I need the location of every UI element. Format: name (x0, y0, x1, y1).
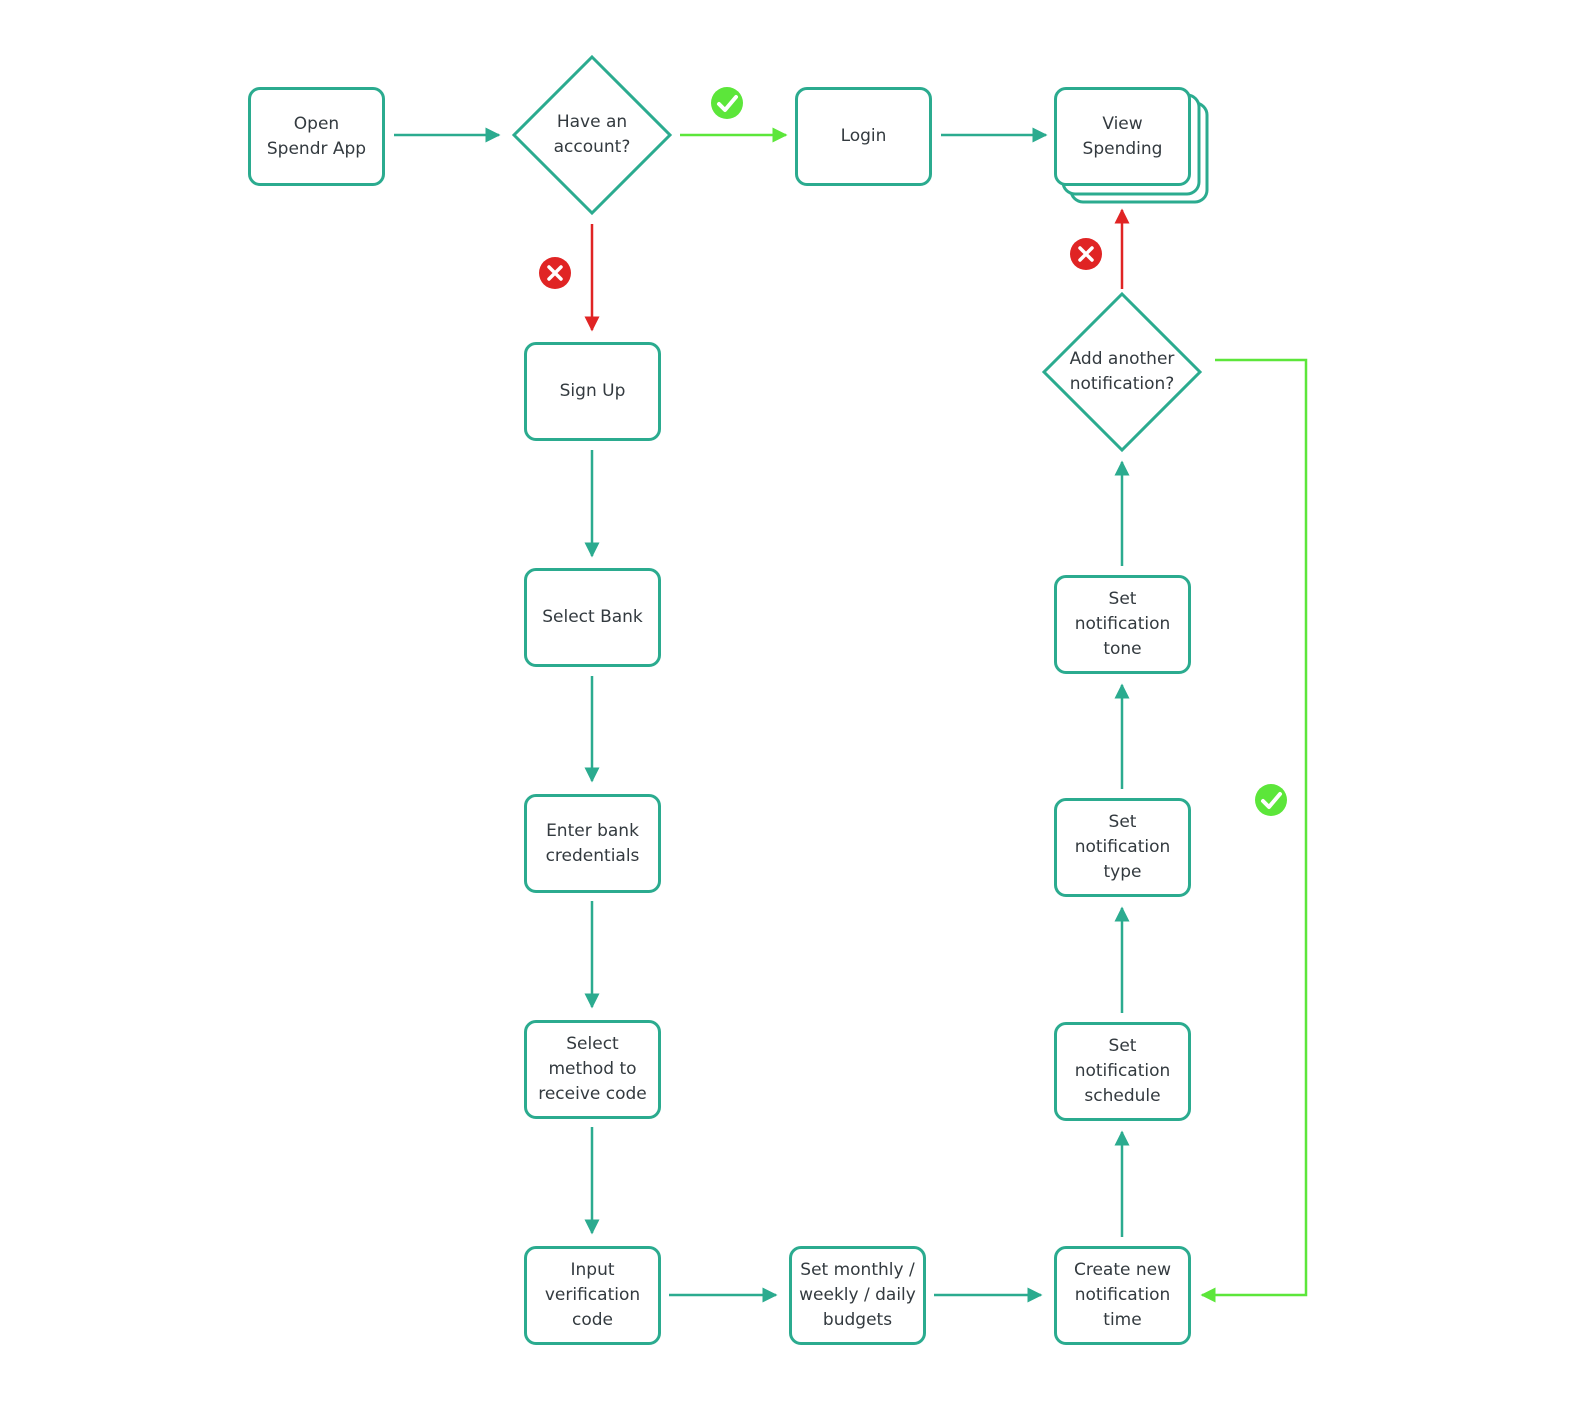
node-select-bank: Select Bank (524, 568, 661, 667)
node-sign-up: Sign Up (524, 342, 661, 441)
decision-label: Add another notification? (1069, 349, 1175, 394)
node-open-app: Open Spendr App (248, 87, 385, 186)
node-set-type: Set notification type (1054, 798, 1191, 897)
node-label: Create new notification time (1073, 1260, 1172, 1330)
decision-have-account: Have an account? (514, 95, 670, 175)
node-label: Login (840, 126, 887, 146)
node-label: Set notification tone (1074, 589, 1171, 659)
decision-label: Have an account? (553, 112, 631, 157)
node-view-spending: View Spending (1054, 87, 1191, 186)
node-label: View Spending (1082, 113, 1163, 159)
node-login: Login (795, 87, 932, 186)
node-label: Open Spendr App (266, 113, 367, 159)
node-enter-credentials: Enter bank credentials (524, 794, 661, 893)
decision-add-another-shape (1041, 291, 1203, 453)
check-circle-icon (711, 87, 743, 119)
decision-add-another: Add another notification? (1034, 332, 1210, 412)
check-circle-icon (1255, 784, 1287, 816)
node-create-notification: Create new notification time (1054, 1246, 1191, 1345)
node-label: Sign Up (559, 381, 626, 401)
node-label: Enter bank credentials (545, 820, 640, 866)
node-input-code: Input verification code (524, 1246, 661, 1345)
node-label: Set monthly / weekly / daily budgets (799, 1260, 916, 1330)
node-set-budgets: Set monthly / weekly / daily budgets (789, 1246, 926, 1345)
decision-have-account-shape (511, 54, 673, 216)
node-select-method: Select method to receive code (524, 1020, 661, 1119)
node-label: Set notification schedule (1074, 1036, 1171, 1106)
x-circle-icon (539, 257, 571, 289)
node-label: Input verification code (544, 1260, 641, 1330)
node-label: Select Bank (542, 607, 643, 627)
x-circle-icon (1070, 238, 1102, 270)
arrow-yes-loop-back (1200, 358, 1308, 1303)
node-label: Select method to receive code (538, 1034, 647, 1104)
node-label: Set notification type (1074, 812, 1171, 882)
node-set-schedule: Set notification schedule (1054, 1022, 1191, 1121)
node-set-tone: Set notification tone (1054, 575, 1191, 674)
